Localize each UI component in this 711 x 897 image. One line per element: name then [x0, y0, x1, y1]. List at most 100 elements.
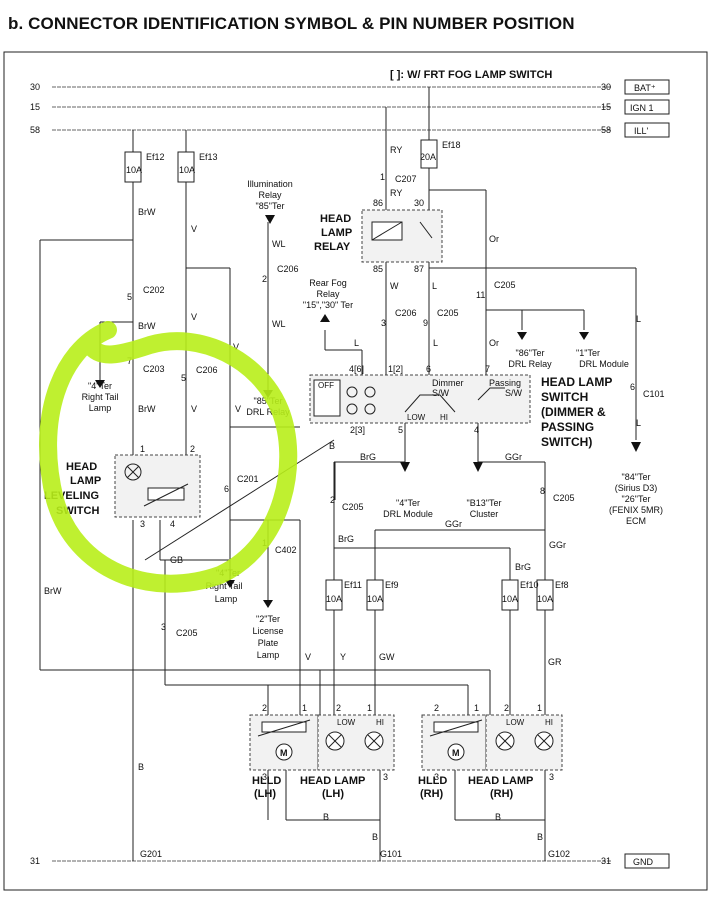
wire-v-6: V	[305, 652, 311, 662]
ef12-name: Ef12	[146, 152, 165, 162]
c206-label-illum: C206	[277, 264, 299, 274]
rail-30-left: 30	[30, 82, 40, 92]
wire-gr: GR	[548, 657, 562, 667]
right-tail-top-3: Lamp	[89, 403, 112, 413]
wire-brg-3: BrG	[515, 562, 531, 572]
hl-rh-title-1: HEAD LAMP	[468, 775, 533, 787]
rear-fog-1: Rear Fog	[309, 278, 347, 288]
head-lamp-switch: OFF LOW HI Dimmer S/W Passing S/W HEAD L…	[309, 364, 612, 449]
wire-color-labels: BrW V BrW V BrW V V V BrW B RY RY WL WL …	[44, 145, 641, 842]
switch-off: OFF	[318, 381, 334, 390]
c201-label: C201	[237, 474, 259, 484]
ef18-rating: 20A	[420, 152, 436, 162]
power-rails: 30 15 58 31 30 15 58 31 BAT⁺ IGN 1 ILL' …	[30, 79, 670, 869]
ef13-name: Ef13	[199, 152, 218, 162]
hlld-rh-pin-1: 1	[474, 703, 479, 713]
passing-label-2: S/W	[505, 388, 523, 398]
hl-lh-pin-2: 2	[336, 703, 341, 713]
hlld-rh-pin-3: 3	[434, 772, 439, 782]
right-tail-top-1: "4"Ter	[88, 381, 112, 391]
g201-label: G201	[140, 849, 162, 859]
right-tail-bottom-2: Right Tail	[206, 581, 243, 591]
rail-31-left: 31	[30, 856, 40, 866]
lamp-lh-hi: HI	[376, 718, 384, 727]
g102-label: G102	[548, 849, 570, 859]
hlld-rh-pin-2: 2	[434, 703, 439, 713]
ill-label: ILL'	[634, 126, 649, 136]
hlld-rh-title-1: HLLD	[418, 775, 447, 787]
switch-low: LOW	[407, 413, 426, 422]
switch-title-2: SWITCH	[541, 390, 588, 404]
cluster-2: Cluster	[470, 509, 499, 519]
c402-label: C402	[275, 545, 297, 555]
wire-gw: GW	[379, 652, 395, 662]
hl-lh-title-2: (LH)	[322, 788, 344, 800]
lev-pin-1: 1	[140, 444, 145, 454]
wire-b-3: B	[323, 812, 329, 822]
ef11-name: Ef11	[344, 580, 362, 590]
ef13-rating: 10A	[179, 165, 195, 175]
motor-lh-icon: M	[280, 748, 288, 758]
drl-module-4-2: DRL Module	[383, 509, 433, 519]
hlld-lh-pin-3: 3	[262, 772, 267, 782]
relay-pin-87: 87	[414, 264, 424, 274]
ef8-name: Ef8	[555, 580, 569, 590]
wire-b-5: B	[372, 832, 378, 842]
c205-pin-3: 3	[161, 622, 166, 632]
ef12-rating: 10A	[126, 165, 142, 175]
rail-15-right: 15	[601, 102, 611, 112]
drl-86-2: DRL Relay	[508, 359, 552, 369]
ecm-5: ECM	[626, 516, 646, 526]
wire-brg-2: BrG	[338, 534, 354, 544]
wire-brw-3: BrW	[138, 404, 156, 414]
hlld-lh-pin-2: 2	[262, 703, 267, 713]
illum-relay-2: Relay	[258, 190, 282, 200]
wire-b-6: B	[537, 832, 543, 842]
ef11-rating: 10A	[326, 594, 342, 604]
wire-y: Y	[340, 652, 346, 662]
switch-title-3: (DIMMER &	[541, 405, 606, 419]
sw-pin-5: 5	[398, 425, 403, 435]
wire-v-1: V	[191, 224, 197, 234]
passing-label-1: Passing	[489, 378, 521, 388]
rail-30-right: 30	[601, 82, 611, 92]
rail-58-left: 58	[30, 125, 40, 135]
page-title: b. CONNECTOR IDENTIFICATION SYMBOL & PIN…	[8, 14, 575, 33]
wire-b-1: B	[138, 762, 144, 772]
wire-brg-1: BrG	[360, 452, 376, 462]
license-1: "2"Ter	[256, 614, 280, 624]
rear-fog-2: Relay	[316, 289, 340, 299]
wire-brw-4: BrW	[44, 586, 62, 596]
c206-pin-3: 3	[381, 318, 386, 328]
relay-pin-86: 86	[373, 198, 383, 208]
c207-pin: 1	[380, 172, 385, 182]
sw-pin-23: 2[3]	[350, 425, 365, 435]
switch-title-4: PASSING	[541, 420, 594, 434]
wire-v-2: V	[191, 312, 197, 322]
ef9-rating: 10A	[367, 594, 383, 604]
wire-gb: GB	[170, 555, 183, 565]
wire-w: W	[390, 281, 399, 291]
relay-pin-30: 30	[414, 198, 424, 208]
gnd-label: GND	[633, 857, 654, 867]
lamp-rh-hi: HI	[545, 718, 553, 727]
c205-label-or: C205	[494, 280, 516, 290]
c207-label: C207	[395, 174, 417, 184]
hlld-rh-title-2: (RH)	[420, 788, 444, 800]
wire-l-3: L	[433, 338, 438, 348]
illum-relay-3: "85"Ter	[256, 201, 285, 211]
c205-pin-9: 9	[423, 318, 428, 328]
c205-label-ggr: C205	[553, 493, 575, 503]
c205-pin-2: 2	[330, 495, 335, 505]
license-3: Plate	[258, 638, 279, 648]
wire-ggr-1: GGr	[505, 452, 522, 462]
wire-v-4: V	[233, 342, 239, 352]
c101-pin: 6	[630, 382, 635, 392]
lev-pin-2: 2	[190, 444, 195, 454]
ef8-rating: 10A	[537, 594, 553, 604]
ecm-1: "84"Ter	[622, 472, 651, 482]
ef18-name: Ef18	[442, 140, 461, 150]
head-lamp-relay: HEAD LAMP RELAY 86 30 85 87	[314, 198, 443, 274]
hl-rh-pin-2: 2	[504, 703, 509, 713]
wire-l-2: L	[354, 338, 359, 348]
